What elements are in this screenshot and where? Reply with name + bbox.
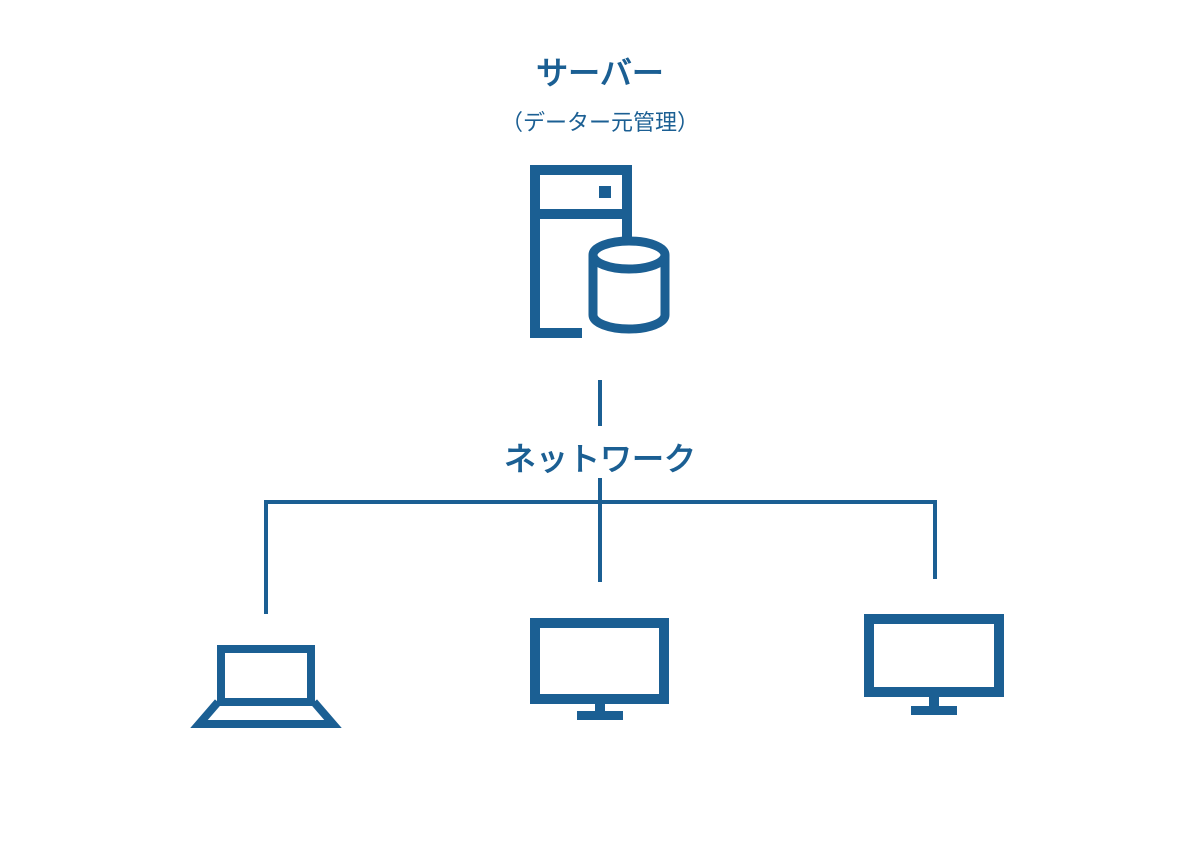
network-lines — [264, 380, 937, 614]
server-title: サーバー — [536, 54, 664, 92]
laptop-icon — [190, 645, 342, 728]
desktop-monitor-icon — [864, 614, 1004, 715]
server-icon — [530, 165, 632, 338]
server-subtitle: （データー元管理） — [501, 111, 699, 136]
database-icon — [588, 236, 670, 334]
network-label: ネットワーク — [504, 440, 696, 478]
desktop-monitor-icon — [530, 618, 669, 720]
